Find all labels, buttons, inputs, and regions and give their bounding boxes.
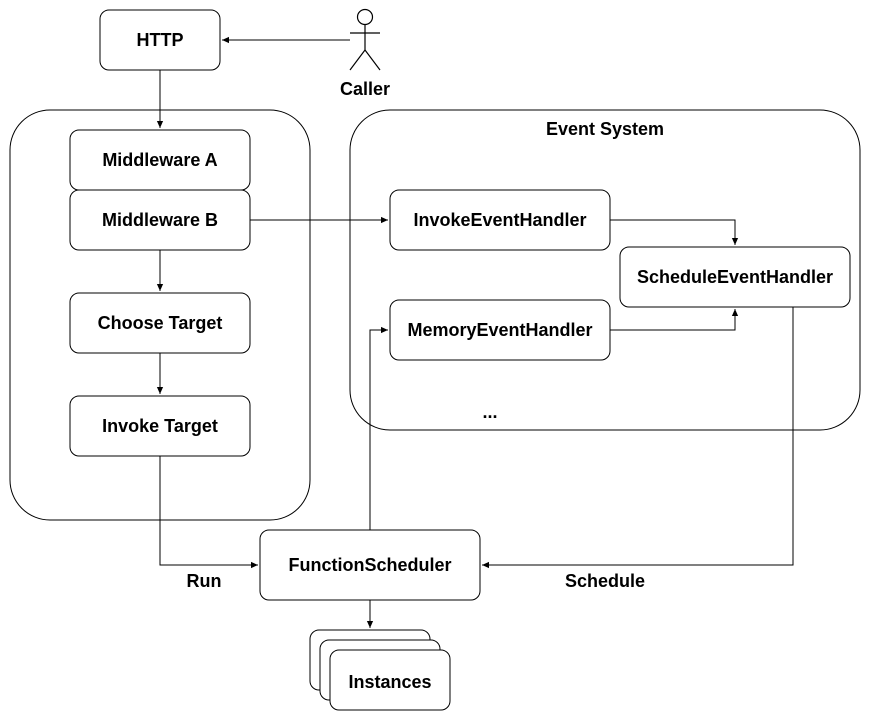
function-scheduler-node: FunctionScheduler (259, 529, 481, 601)
middleware-b-node: Middleware B (69, 189, 251, 251)
invoke-target-label: Invoke Target (102, 416, 218, 436)
edge-label-schedule: Schedule (565, 571, 645, 591)
choose-target-node: Choose Target (69, 292, 251, 354)
event-system-title: Event System (546, 119, 664, 139)
instance-card-front (329, 649, 451, 711)
invoke-target-node: Invoke Target (69, 395, 251, 457)
http-node: HTTP (99, 9, 221, 71)
function-scheduler-label: FunctionScheduler (288, 555, 451, 575)
middleware-a-label: Middleware A (102, 150, 217, 170)
choose-target-label: Choose Target (98, 313, 223, 333)
schedule-event-handler-label: ScheduleEventHandler (637, 267, 833, 287)
edge-schedule-handler-to-scheduler (482, 307, 794, 569)
memory-event-handler-label: MemoryEventHandler (407, 320, 592, 340)
edge-invoke-handler-to-schedule-handler (610, 219, 739, 245)
caller-label: Caller (340, 79, 390, 99)
edge-scheduler-to-memory-handler (369, 326, 388, 530)
memory-event-handler-node: MemoryEventHandler (389, 299, 611, 361)
middleware-a-node: Middleware A (69, 129, 251, 191)
caller-actor (349, 8, 381, 71)
more-handlers-ellipsis: ... (482, 402, 497, 422)
edge-label-run: Run (187, 571, 222, 591)
instances-label: Instances (348, 672, 431, 692)
schedule-event-handler-node: ScheduleEventHandler (619, 246, 851, 308)
instances-stack: Instances (309, 629, 451, 711)
invoke-event-handler-label: InvokeEventHandler (413, 210, 586, 230)
edge-invoke-target-to-scheduler (159, 456, 258, 569)
invoke-event-handler-node: InvokeEventHandler (389, 189, 611, 251)
edge-memory-handler-to-schedule-handler (610, 309, 739, 331)
http-label: HTTP (137, 30, 184, 50)
middleware-b-label: Middleware B (102, 210, 218, 230)
